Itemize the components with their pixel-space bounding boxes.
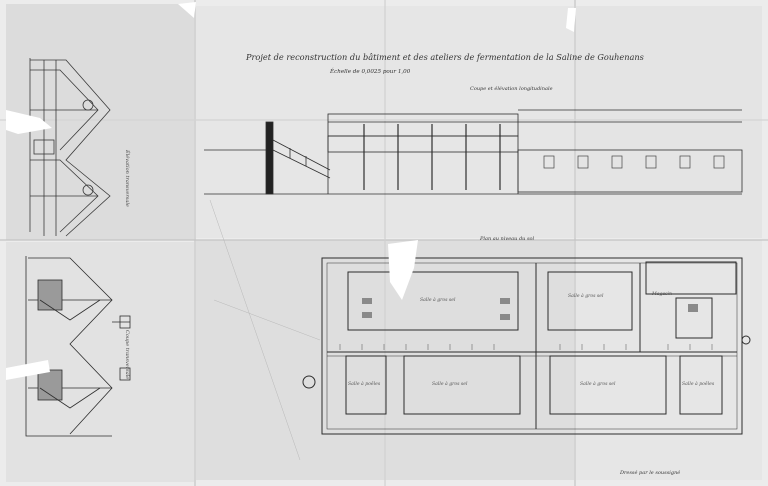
plan-pillars [339, 344, 713, 350]
elevation-windows [543, 155, 725, 169]
plan-label: Plan au niveau du sol [480, 236, 535, 242]
room-label: Salle à gros sel [420, 298, 456, 303]
room-label: Salle à poêles [348, 382, 381, 387]
construction-lines [209, 199, 321, 461]
drawing-scale: Échelle de 0,0025 pour 1,00 [330, 69, 411, 75]
room-label: Salle à gros sel [568, 294, 604, 299]
cross-elevation-label: Élévation transversale [124, 150, 130, 207]
cross-section-top [29, 58, 111, 237]
longitudinal-elevation [204, 109, 743, 195]
longitudinal-section-label: Coupe et élévation longitudinale [470, 86, 553, 92]
cross-section-bottom [25, 256, 131, 437]
timber-posts [363, 124, 501, 190]
room-label: Salle à poêles [682, 382, 715, 387]
paper-panel [6, 242, 194, 482]
floor-plan [302, 257, 751, 435]
drawing-title: Projet de reconstruction du bâtiment et … [246, 52, 644, 62]
paper-tears [6, 2, 576, 380]
paper-panel [576, 240, 762, 480]
plan-fixtures [362, 298, 698, 320]
cross-section-label: Coupe transversale [124, 330, 130, 380]
room-label: Salle à gros sel [580, 382, 616, 387]
signature: Dressé par le soussigné [620, 470, 681, 476]
room-label: Salle à gros sel [432, 382, 468, 387]
room-label: Magasin [652, 292, 672, 297]
